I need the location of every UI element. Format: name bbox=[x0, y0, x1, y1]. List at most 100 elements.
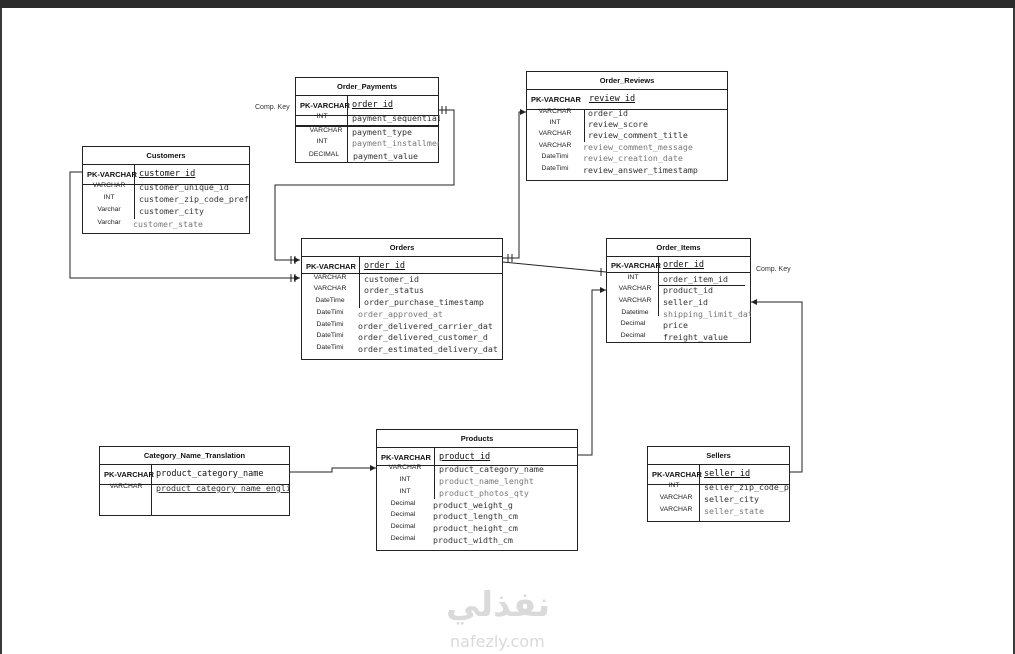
column-divider bbox=[658, 256, 659, 316]
field-row: Varchar customer_city bbox=[83, 206, 249, 217]
field-type: VARCHAR bbox=[109, 483, 143, 490]
field-type: DateTimi bbox=[316, 332, 344, 339]
field-type: INT bbox=[549, 119, 561, 126]
field-name: order_item_id bbox=[663, 274, 728, 284]
rel-customers-orders bbox=[69, 171, 300, 279]
field-type: Decimal bbox=[390, 500, 416, 507]
field-type: VARCHAR bbox=[618, 285, 652, 292]
column-divider bbox=[134, 164, 135, 219]
field-type: Decimal bbox=[390, 511, 416, 518]
field-type: Decimal bbox=[390, 523, 416, 530]
pk-row: PK-VARCHAR customer_id bbox=[83, 165, 249, 185]
arrowhead-reviews bbox=[520, 109, 526, 115]
arrowhead-items-seller bbox=[751, 299, 757, 305]
entity-orders[interactable]: Orders PK-VARCHAR order_id VARCHAR custo… bbox=[301, 238, 503, 360]
field-name: price bbox=[663, 320, 688, 330]
column-divider bbox=[434, 447, 435, 499]
field-name: product_weight_g bbox=[433, 500, 513, 510]
field-type: DateTimi bbox=[316, 344, 344, 351]
frame-right-edge bbox=[1013, 8, 1015, 654]
entity-title: Customers bbox=[83, 147, 249, 165]
field-row: DateTime order_purchase_timestamp bbox=[302, 297, 502, 308]
field-type: VARCHAR bbox=[659, 506, 693, 513]
field-row: DECIMAL payment_value bbox=[296, 151, 438, 162]
entity-order-reviews[interactable]: Order_Reviews PK-VARCHAR review_id VARCH… bbox=[526, 71, 728, 181]
field-type: DECIMAL bbox=[308, 151, 340, 158]
field-type: INT bbox=[316, 138, 328, 145]
field-type: VARCHAR bbox=[538, 130, 572, 137]
pk-row: PK-VARCHAR order_id bbox=[607, 257, 750, 273]
field-row: INT payment_installmen bbox=[296, 138, 439, 149]
pk-row: PK-VARCHAR product_id bbox=[377, 448, 577, 466]
entity-order-payments[interactable]: Order_Payments PK-VARCHAR order_id INT p… bbox=[295, 77, 440, 163]
field-name: order_delivered_carrier_dat bbox=[358, 321, 493, 331]
entity-title: Order_Reviews bbox=[527, 72, 727, 90]
entity-title: Orders bbox=[302, 239, 502, 257]
field-type: INT bbox=[316, 113, 328, 120]
pk-name: product_id bbox=[439, 452, 491, 462]
field-name: customer_unique_id bbox=[139, 182, 229, 192]
field-name: payment_type bbox=[352, 127, 412, 137]
field-row: Decimal product_width_cm bbox=[377, 535, 577, 546]
rel-reviews-orders-tick bbox=[507, 254, 513, 262]
pk-name: product_category_name bbox=[156, 469, 264, 479]
field-row: DateTimi order_estimated_delivery_dat bbox=[302, 344, 502, 355]
field-row: DateTimi order_delivered_carrier_dat bbox=[302, 321, 502, 332]
field-type: VARCHAR bbox=[313, 285, 347, 292]
field-type: Decimal bbox=[620, 332, 646, 339]
field-type: DateTimi bbox=[541, 165, 569, 172]
field-type: DateTimi bbox=[316, 321, 344, 328]
entity-sellers[interactable]: Sellers PK-VARCHAR seller_id INT seller_… bbox=[647, 446, 790, 522]
pk-row: PK-VARCHAR review_id bbox=[527, 90, 727, 110]
pk-type: PK-VARCHAR bbox=[300, 101, 350, 110]
pk-type: PK-VARCHAR bbox=[381, 453, 431, 462]
field-name: review_comment_message bbox=[583, 142, 693, 152]
field-row: DateTimi order_approved_at bbox=[302, 309, 502, 320]
field-name: product_height_cm bbox=[433, 523, 518, 533]
field-row: Decimal product_height_cm bbox=[377, 523, 577, 534]
entity-products[interactable]: Products PK-VARCHAR product_id VARCHAR p… bbox=[376, 429, 578, 551]
comp-key-note-payments: Comp. Key bbox=[255, 104, 290, 111]
field-type: Varchar bbox=[97, 219, 121, 226]
field-row: VARCHAR payment_type bbox=[296, 127, 438, 138]
field-row: VARCHAR order_status bbox=[302, 285, 502, 296]
field-type: DateTimi bbox=[316, 309, 344, 316]
field-row: Decimal product_length_cm bbox=[377, 511, 577, 522]
field-type: INT bbox=[103, 194, 115, 201]
field-name: product_photos_qty bbox=[439, 488, 529, 498]
field-type: VARCHAR bbox=[538, 142, 572, 149]
field-type: INT bbox=[399, 488, 411, 495]
field-row: VARCHAR customer_id bbox=[302, 274, 502, 285]
field-name: product_category_name_englis bbox=[156, 483, 289, 493]
field-row: Decimal product_weight_g bbox=[377, 500, 577, 511]
field-row: INT product_name_lenght bbox=[377, 476, 577, 487]
watermark-logo-arabic: نفذلي bbox=[446, 585, 551, 625]
field-row: VARCHAR product_id bbox=[607, 285, 750, 296]
field-name: freight_value bbox=[663, 332, 728, 342]
entity-customers[interactable]: Customers PK-VARCHAR customer_id VARCHAR… bbox=[82, 146, 250, 234]
field-row: VARCHAR review_comment_title bbox=[527, 130, 727, 141]
field-name: seller_id bbox=[663, 297, 708, 307]
field-name: customer_id bbox=[364, 274, 419, 284]
field-name: review_answer_timestamp bbox=[583, 165, 698, 175]
field-row: INT payment_sequential bbox=[296, 113, 440, 124]
rel-sellers-items bbox=[751, 301, 803, 473]
field-type: INT bbox=[668, 482, 680, 489]
field-name: seller_state bbox=[704, 506, 764, 516]
entity-category-name-translation[interactable]: Category_Name_Translation PK-VARCHAR pro… bbox=[99, 446, 290, 516]
pk-row: PK-VARCHAR product_category_name bbox=[100, 465, 289, 485]
field-name: order_estimated_delivery_dat bbox=[358, 344, 498, 354]
pk-type: PK-VARCHAR bbox=[306, 262, 356, 271]
field-row: Decimal price bbox=[607, 320, 750, 331]
field-row: DateTimi order_delivered_customer_d bbox=[302, 332, 502, 343]
watermark-logo-url: nafezly.com bbox=[450, 632, 545, 651]
entity-title: Category_Name_Translation bbox=[100, 447, 289, 465]
rel-reviews-orders bbox=[503, 111, 526, 259]
entity-order-items[interactable]: Order_Items PK-VARCHAR order_id INT orde… bbox=[606, 238, 751, 343]
field-name: order_delivered_customer_d bbox=[358, 332, 488, 342]
arrowhead-items-product bbox=[600, 287, 606, 293]
pk-name: order_id bbox=[352, 100, 393, 110]
arrowhead-products bbox=[370, 465, 376, 471]
field-name: payment_installmen bbox=[352, 138, 439, 148]
